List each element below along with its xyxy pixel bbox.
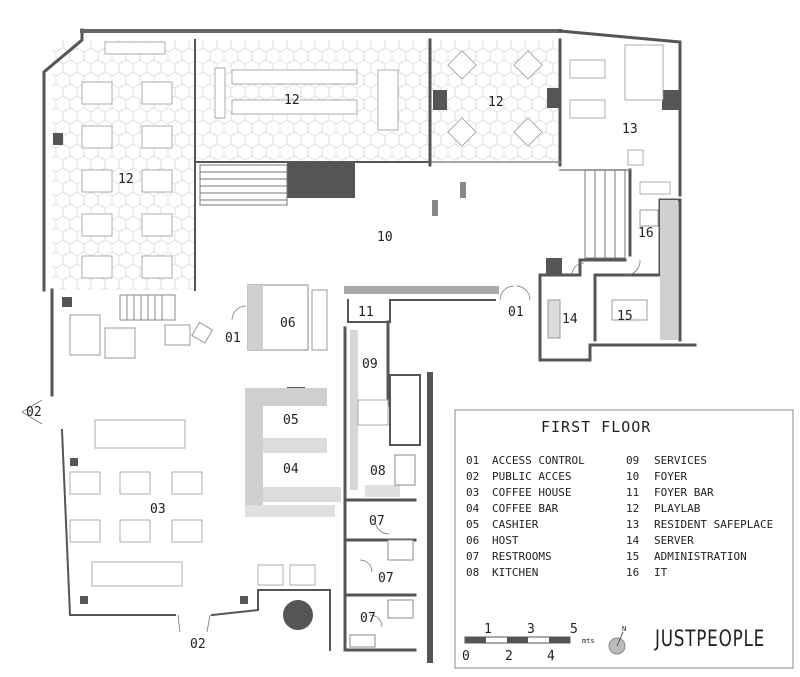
label-04: 04 (283, 462, 299, 477)
legend-name: PUBLIC ACCES (492, 470, 571, 483)
legend-name: KITCHEN (492, 566, 538, 579)
scale-bottom-4: 4 (547, 649, 555, 664)
label-16: 16 (638, 226, 654, 241)
legend-num: 07 (466, 550, 479, 563)
legend-num: 01 (466, 454, 479, 467)
safeplace-furniture (569, 44, 671, 195)
legend-name: ACCESS CONTROL (492, 454, 585, 467)
legend: FIRST FLOOR 01 ACCESS CONTROL 02 PUBLIC … (454, 409, 794, 669)
walls (42, 28, 697, 663)
legend-name: COFFEE BAR (492, 502, 559, 515)
legend-num: 08 (466, 566, 479, 579)
legend-num: 13 (626, 518, 639, 531)
scale-top-3: 3 (527, 622, 535, 637)
legend-name: FOYER BAR (654, 486, 714, 499)
legend-num: 12 (626, 502, 639, 515)
legend-name: RESIDENT SAFEPLACE (654, 518, 773, 531)
label-11: 11 (358, 305, 374, 320)
service-core (349, 330, 421, 648)
stairs-foyer (199, 164, 288, 206)
playlab-west-tables (81, 41, 173, 279)
legend-num: 16 (626, 566, 639, 579)
north-arrow-icon: N (608, 625, 626, 655)
label-14: 14 (562, 312, 578, 327)
label-01-west: 01 (225, 331, 241, 346)
legend-num: 09 (626, 454, 639, 467)
label-06: 06 (280, 316, 296, 331)
doors (21, 259, 641, 633)
legend-name: IT (654, 566, 668, 579)
legend-name: HOST (492, 534, 519, 547)
north-label: N (622, 625, 626, 633)
coffee-bar (245, 388, 341, 517)
legend-num: 02 (466, 470, 479, 483)
legend-num: 11 (626, 486, 639, 499)
room-labels: 12 12 12 13 10 16 11 01 06 01 14 15 09 0… (26, 93, 654, 652)
label-07-b: 07 (378, 571, 394, 586)
legend-num: 14 (626, 534, 640, 547)
legend-left-column: 01 ACCESS CONTROL 02 PUBLIC ACCES 03 COF… (466, 454, 585, 579)
label-07-c: 07 (360, 611, 376, 626)
legend-num: 03 (466, 486, 479, 499)
playlab-center-tables (214, 67, 399, 131)
label-01-east: 01 (508, 305, 524, 320)
label-12-west: 12 (118, 172, 134, 187)
legend-name: CASHIER (492, 518, 539, 531)
legend-num: 15 (626, 550, 639, 563)
legend-num: 04 (466, 502, 480, 515)
coffee-house-tables (69, 419, 316, 630)
legend-right-column: 09 SERVICES 10 FOYER 11 FOYER BAR 12 PLA… (626, 454, 773, 579)
label-09: 09 (362, 357, 378, 372)
legend-num: 10 (626, 470, 639, 483)
label-13: 13 (622, 122, 638, 137)
legend-name: SERVICES (654, 454, 707, 467)
label-02-west: 02 (26, 405, 42, 420)
stairs-west (119, 294, 176, 321)
legend-name: ADMINISTRATION (654, 550, 747, 563)
scale-top-1: 1 (484, 622, 492, 637)
stairs-east (584, 169, 626, 259)
legend-num: 05 (466, 518, 479, 531)
label-03: 03 (150, 502, 166, 517)
foyer-furniture (69, 182, 466, 359)
legend-name: PLAYLAB (654, 502, 701, 515)
label-07-a: 07 (369, 514, 385, 529)
scale-bottom-2: 2 (505, 649, 513, 664)
playlab-east-tables (447, 50, 543, 147)
scale-top-5: 5 (570, 622, 578, 637)
east-rooms-furniture (547, 200, 678, 340)
label-12-center: 12 (284, 93, 300, 108)
label-02-south: 02 (190, 637, 206, 652)
label-15: 15 (617, 309, 633, 324)
legend-name: COFFEE HOUSE (492, 486, 571, 499)
label-10: 10 (377, 230, 393, 245)
label-05: 05 (283, 413, 299, 428)
legend-name: RESTROOMS (492, 550, 552, 563)
scale-bottom-0: 0 (462, 649, 470, 664)
scale-bar: 1 3 5 mts 0 2 4 (462, 622, 595, 664)
label-08: 08 (370, 464, 386, 479)
label-12-east: 12 (488, 95, 504, 110)
legend-title: FIRST FLOOR (541, 418, 651, 436)
legend-name: SERVER (654, 534, 694, 547)
brand-logo-text: JUSTPEOPLE (653, 627, 765, 652)
legend-num: 06 (466, 534, 479, 547)
scale-unit: mts (582, 637, 595, 645)
legend-name: FOYER (654, 470, 687, 483)
